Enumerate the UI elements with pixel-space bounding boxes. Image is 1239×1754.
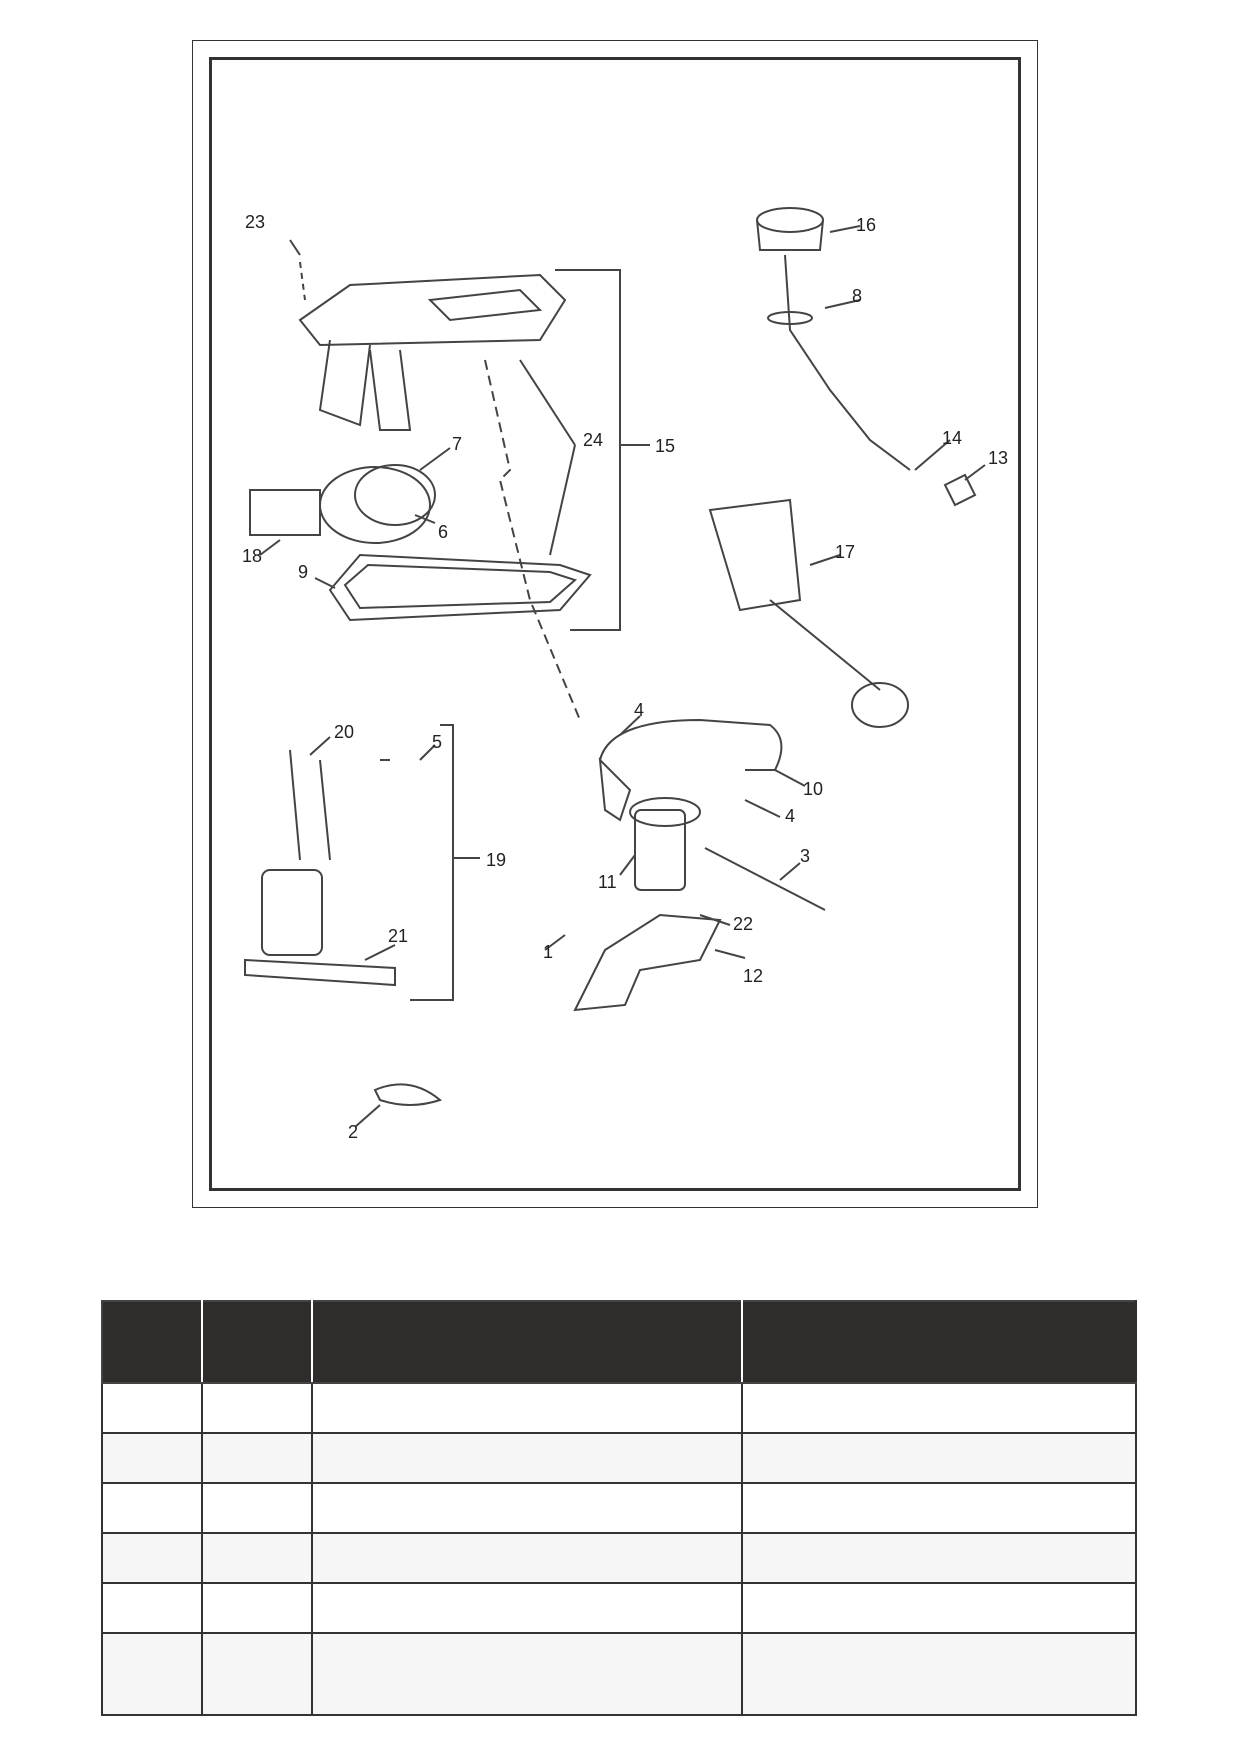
callout-15: 15 <box>655 436 675 456</box>
mounting-plate <box>298 273 567 347</box>
callout-4-lower: 4 <box>785 806 795 826</box>
table-cell <box>201 1482 313 1534</box>
callout-24: 24 <box>583 430 603 450</box>
callout-22: 22 <box>733 914 753 934</box>
callout-10: 10 <box>803 779 823 799</box>
table-cell <box>311 1632 743 1716</box>
table-header-cell <box>201 1300 313 1384</box>
callout-14: 14 <box>942 428 962 448</box>
callout-3: 3 <box>800 846 810 866</box>
diagram-inner-frame <box>209 57 1021 1191</box>
callout-8: 8 <box>852 286 862 306</box>
table-cell <box>311 1432 743 1484</box>
table-row <box>101 1532 1137 1584</box>
table-header-row <box>101 1300 1137 1384</box>
callout-6: 6 <box>438 522 448 542</box>
table-cell <box>101 1382 203 1434</box>
table-cell <box>201 1432 313 1484</box>
callout-17: 17 <box>835 542 855 562</box>
table-cell <box>201 1582 313 1634</box>
pump-housing <box>319 466 431 544</box>
fuel-hose <box>599 718 783 771</box>
table-cell <box>741 1632 1137 1716</box>
table-cell <box>311 1532 743 1584</box>
callout-11: 11 <box>598 872 617 892</box>
fuel-pump <box>261 869 323 956</box>
table-row <box>101 1482 1137 1534</box>
callout-12: 12 <box>743 966 763 986</box>
callout-5: 5 <box>432 732 442 752</box>
parts-table <box>101 1300 1137 1716</box>
fuel-filter <box>634 809 686 891</box>
callout-18: 18 <box>242 546 262 566</box>
table-cell <box>101 1482 203 1534</box>
table-cell <box>201 1632 313 1716</box>
mounting-bracket <box>573 913 722 1012</box>
callout-19: 19 <box>486 850 506 870</box>
table-row <box>101 1382 1137 1434</box>
callout-21: 21 <box>388 926 408 946</box>
callout-4-upper: 4 <box>634 700 644 720</box>
table-cell <box>101 1632 203 1716</box>
table-cell <box>741 1482 1137 1534</box>
table-cell <box>311 1382 743 1434</box>
table-row <box>101 1632 1137 1716</box>
callout-13: 13 <box>988 448 1008 468</box>
table-cell <box>101 1582 203 1634</box>
callout-7: 7 <box>452 434 462 454</box>
callout-9: 9 <box>298 562 308 582</box>
callout-2: 2 <box>348 1122 358 1142</box>
table-cell <box>311 1482 743 1534</box>
table-header-cell <box>311 1300 743 1384</box>
level-sender <box>708 498 802 612</box>
callout-23: 23 <box>245 212 265 232</box>
callout-20: 20 <box>334 722 354 742</box>
table-row <box>101 1432 1137 1484</box>
table-cell <box>201 1382 313 1434</box>
diagram-outer-frame <box>192 40 1038 1208</box>
table-cell <box>741 1532 1137 1584</box>
gasket <box>328 553 592 622</box>
table-cell <box>311 1582 743 1634</box>
table-header-cell <box>101 1300 203 1384</box>
table-cell <box>101 1432 203 1484</box>
hose-clip <box>373 1083 443 1106</box>
callout-16: 16 <box>856 215 876 235</box>
sender-cap <box>756 207 824 233</box>
table-cell <box>201 1532 313 1584</box>
table-cell <box>101 1532 203 1584</box>
table-cell <box>741 1582 1137 1634</box>
table-cell <box>741 1432 1137 1484</box>
table-cell <box>741 1382 1137 1434</box>
table-header-cell <box>741 1300 1137 1384</box>
table-row <box>101 1582 1137 1634</box>
callout-1: 1 <box>543 942 553 962</box>
